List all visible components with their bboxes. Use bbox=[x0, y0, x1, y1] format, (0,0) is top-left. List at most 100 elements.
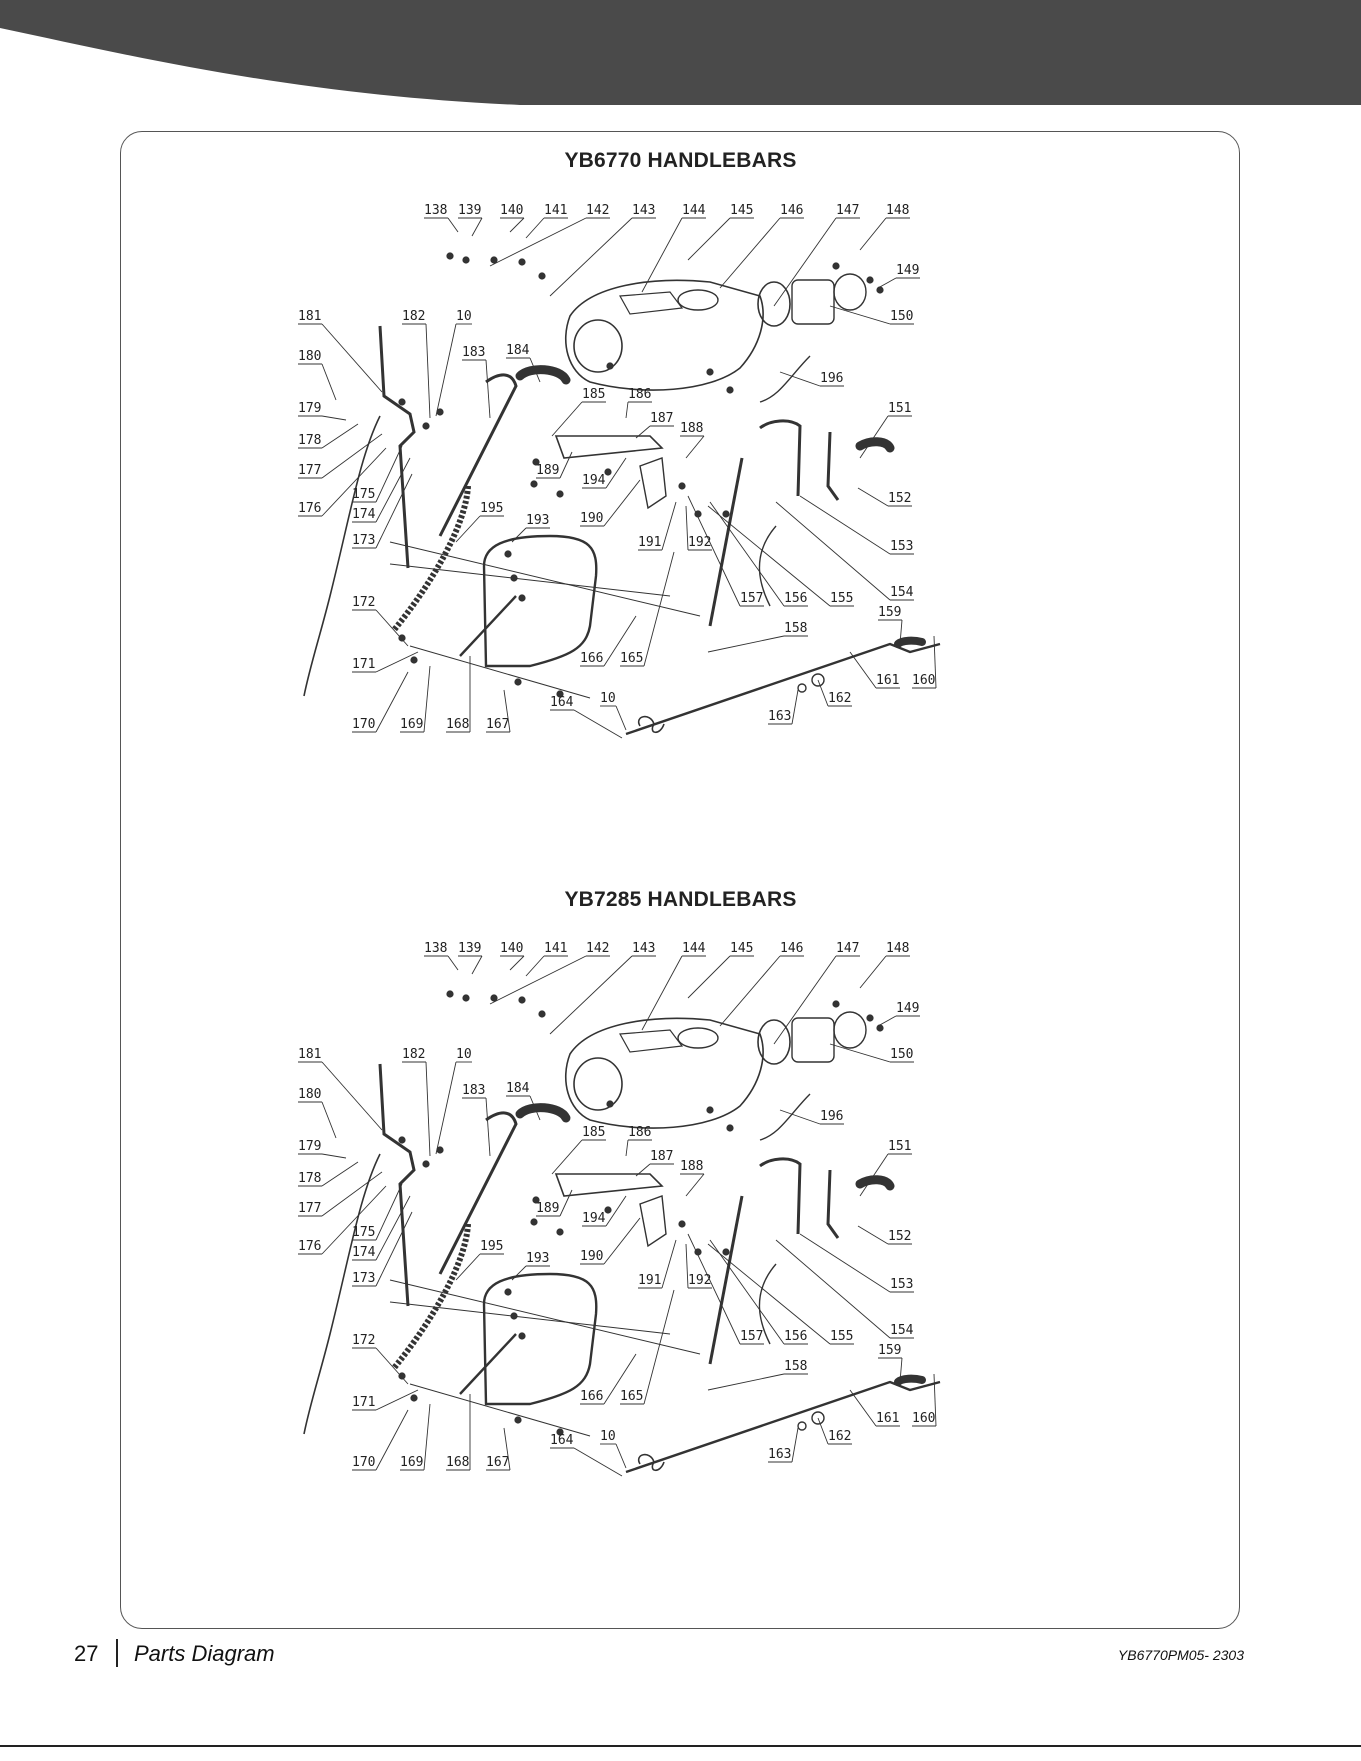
part-callout-label: 154 bbox=[890, 585, 914, 600]
callout-leader-line bbox=[799, 495, 891, 555]
hardware-fastener bbox=[530, 480, 538, 488]
callout-leader-line bbox=[321, 1061, 383, 1131]
control-panel bbox=[619, 1029, 684, 1053]
part-callout-label: 195 bbox=[480, 501, 503, 516]
callout-leader-line bbox=[447, 217, 459, 233]
hardware-fastener bbox=[518, 996, 526, 1004]
part-callout-label: 161 bbox=[876, 673, 899, 688]
right-upper-tube bbox=[759, 419, 802, 497]
hardware-fastener bbox=[410, 656, 418, 664]
diagram-title-yb7285: YB7285 HANDLEBARS bbox=[564, 888, 797, 911]
callout-leader-line bbox=[423, 665, 431, 733]
part-callout-label: 189 bbox=[536, 1201, 559, 1216]
hardware-fastener bbox=[398, 398, 406, 406]
part-callout-label: 189 bbox=[536, 463, 559, 478]
part-callout-label: 162 bbox=[828, 1429, 851, 1444]
callout-leader-line bbox=[799, 1233, 891, 1293]
callout-leader-line bbox=[643, 1289, 675, 1405]
callout-leader-line bbox=[489, 955, 587, 1005]
wire-harness bbox=[759, 1093, 811, 1141]
light-housing bbox=[833, 273, 867, 311]
callout-leader-line bbox=[707, 635, 785, 653]
hardware-fastener bbox=[866, 276, 874, 284]
hardware-fastener bbox=[398, 1372, 406, 1380]
callout-leader-line bbox=[573, 709, 623, 739]
part-callout-label: 173 bbox=[352, 533, 375, 548]
part-callout-label: 175 bbox=[352, 1225, 375, 1240]
part-callout-label: 175 bbox=[352, 487, 375, 502]
lower-u-frame bbox=[482, 1272, 598, 1406]
part-callout-label: 10 bbox=[600, 691, 616, 706]
callout-leader-line bbox=[559, 1189, 573, 1217]
hardware-fastener bbox=[422, 422, 430, 430]
callout-leader-line bbox=[321, 363, 337, 401]
right-lower-tube bbox=[708, 457, 744, 627]
callout-leader-line bbox=[773, 955, 837, 1045]
part-callout-label: 157 bbox=[740, 1329, 763, 1344]
callout-leader-line bbox=[321, 323, 383, 393]
part-callout-label: 168 bbox=[446, 1455, 469, 1470]
lower-cross-brace bbox=[459, 1333, 517, 1395]
console-housing bbox=[564, 1017, 764, 1129]
hardware-fastener bbox=[410, 1394, 418, 1402]
part-callout-label: 141 bbox=[544, 941, 567, 956]
hardware-fastener bbox=[726, 1124, 734, 1132]
part-callout-label: 151 bbox=[888, 1139, 911, 1154]
header-band bbox=[0, 0, 1361, 105]
callout-leader-line bbox=[549, 217, 633, 297]
hardware-fastener bbox=[518, 1332, 526, 1340]
callout-leader-line bbox=[899, 1357, 903, 1383]
part-callout-label: 153 bbox=[890, 1277, 913, 1292]
part-callout-label: 149 bbox=[896, 1001, 919, 1016]
part-callout-label: 144 bbox=[682, 203, 706, 218]
callout-leader-line bbox=[859, 217, 887, 251]
callout-leader-line bbox=[635, 425, 651, 439]
part-callout-label: 190 bbox=[580, 511, 603, 526]
callout-leader-line bbox=[877, 277, 897, 289]
hardware-fastener bbox=[510, 574, 518, 582]
part-callout-label: 149 bbox=[896, 263, 919, 278]
callout-leader-line bbox=[933, 1373, 937, 1427]
hardware-fastener bbox=[504, 550, 512, 558]
part-callout-label: 163 bbox=[768, 709, 791, 724]
part-callout-label: 173 bbox=[352, 1271, 375, 1286]
part-callout-label: 138 bbox=[424, 203, 447, 218]
pivot-plate bbox=[639, 457, 667, 510]
callout-leader-line bbox=[551, 1139, 583, 1175]
callout-leader-line bbox=[849, 1389, 877, 1427]
part-callout-label: 152 bbox=[888, 491, 911, 506]
callout-leader-line bbox=[529, 357, 541, 383]
hardware-fastener bbox=[678, 482, 686, 490]
hardware-fastener bbox=[604, 1206, 612, 1214]
light-bracket bbox=[791, 1017, 835, 1063]
part-callout-label: 159 bbox=[878, 1343, 901, 1358]
callout-leader-line bbox=[509, 955, 525, 971]
part-callout-label: 186 bbox=[628, 1125, 651, 1140]
part-callout-label: 159 bbox=[878, 605, 901, 620]
part-callout-label: 163 bbox=[768, 1447, 791, 1462]
crank-spring bbox=[637, 715, 665, 734]
hardware-fastener bbox=[462, 994, 470, 1002]
callout-leader-line bbox=[549, 955, 633, 1035]
part-callout-label: 139 bbox=[458, 941, 481, 956]
part-callout-label: 183 bbox=[462, 345, 485, 360]
callout-leader-line bbox=[661, 501, 677, 551]
callout-leader-line bbox=[933, 635, 937, 689]
hardware-fastener bbox=[556, 490, 564, 498]
control-bracket bbox=[554, 435, 664, 459]
part-callout-label: 184 bbox=[506, 343, 530, 358]
callout-leader-line bbox=[605, 457, 627, 489]
part-callout-label: 158 bbox=[784, 621, 807, 636]
callout-leader-line bbox=[719, 217, 781, 289]
callout-leader-line bbox=[709, 501, 785, 607]
hardware-fastener bbox=[706, 1106, 714, 1114]
hardware-fastener bbox=[876, 1024, 884, 1032]
callout-leader-line bbox=[857, 1225, 889, 1245]
callout-leader-line bbox=[321, 1161, 359, 1187]
part-callout-label: 148 bbox=[886, 203, 909, 218]
part-callout-label: 146 bbox=[780, 941, 803, 956]
callout-leader-line bbox=[489, 217, 587, 267]
part-callout-label: 181 bbox=[298, 309, 321, 324]
